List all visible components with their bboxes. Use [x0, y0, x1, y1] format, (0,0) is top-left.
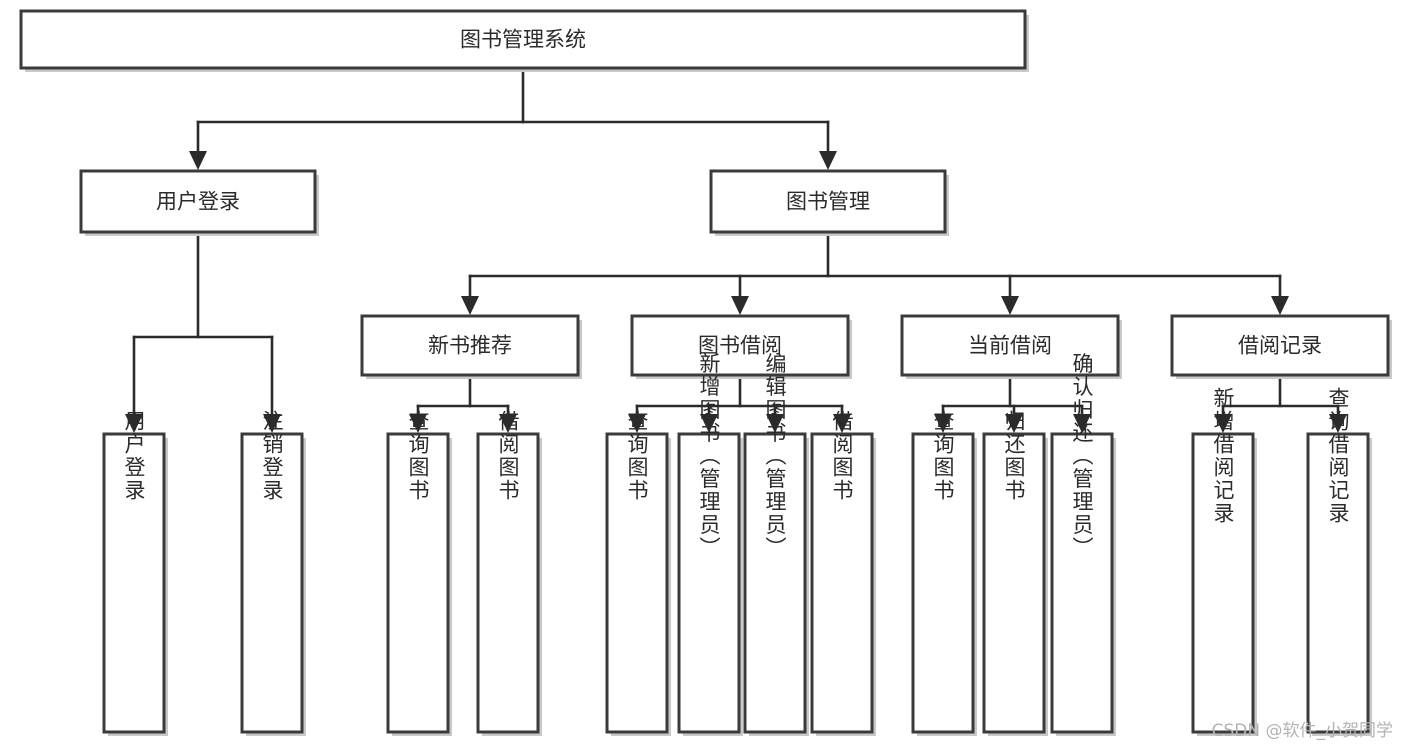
node-box[interactable] — [810, 432, 874, 734]
arrow-head-leaf-borrow-book — [833, 414, 851, 433]
node-borrow-record[interactable]: 借阅记录 — [1170, 314, 1392, 379]
arrow-head-leaf-logout — [263, 414, 281, 433]
node-box[interactable] — [911, 432, 975, 734]
node-leaf-query-borrow-record[interactable]: 查询借阅记录 — [1306, 387, 1372, 736]
node-label: 查询图书 — [406, 410, 430, 502]
node-label: 图书借阅 — [698, 334, 782, 358]
node-box[interactable] — [743, 432, 807, 734]
arrow-head-leaf-edit-book — [766, 414, 784, 433]
node-label: 借阅图书 — [830, 410, 854, 502]
edge-group-borrow-record — [1214, 373, 1347, 433]
node-label: 查询借阅记录 — [1326, 387, 1350, 525]
edge-group-book-borrow — [628, 373, 851, 433]
node-leaf-query-book-current[interactable]: 查询图书 — [911, 410, 977, 736]
arrow-head-leaf-query-borrow-record — [1329, 414, 1347, 433]
node-box[interactable] — [900, 314, 1120, 377]
node-leaf-query-book-borrow[interactable]: 查询图书 — [605, 410, 671, 736]
edge-group-book-manage — [461, 230, 1289, 315]
node-leaf-return-book[interactable]: 归还图书 — [982, 410, 1048, 736]
arrow-head-leaf-query-book-borrow — [628, 414, 646, 433]
arrow-head-leaf-return-book — [1005, 414, 1023, 433]
node-user-login[interactable]: 用户登录 — [79, 169, 319, 236]
nodes-layer: 图书管理系统用户登录图书管理新书推荐图书借阅当前借阅借阅记录用户登录注销登录查询… — [19, 9, 1392, 737]
node-leaf-add-borrow-record[interactable]: 新增借阅记录 — [1191, 387, 1257, 736]
node-label: 查询图书 — [625, 410, 649, 502]
node-label: 用户登录 — [122, 410, 146, 502]
arrow-head-leaf-add-borrow-record — [1214, 414, 1232, 433]
node-leaf-confirm-return[interactable]: 确认归还（管理员） — [1050, 353, 1116, 737]
arrow-head-user-login — [189, 151, 207, 170]
node-root[interactable]: 图书管理系统 — [19, 9, 1029, 72]
arrow-head-leaf-query-book-current — [934, 414, 952, 433]
node-label: 新增图书（管理员） — [697, 353, 721, 560]
edge-group-user-login — [125, 230, 281, 433]
node-box[interactable] — [386, 432, 450, 734]
node-box[interactable] — [1191, 432, 1255, 734]
node-leaf-edit-book[interactable]: 编辑图书（管理员） — [743, 353, 809, 737]
node-box[interactable] — [476, 432, 540, 734]
node-box[interactable] — [709, 169, 947, 234]
node-box[interactable] — [677, 432, 741, 734]
node-label: 当前借阅 — [968, 334, 1052, 358]
node-label: 借阅记录 — [1238, 334, 1322, 358]
node-current-borrow[interactable]: 当前借阅 — [900, 314, 1122, 379]
node-leaf-query-book-recommend[interactable]: 查询图书 — [386, 410, 452, 736]
node-book-manage[interactable]: 图书管理 — [709, 169, 949, 236]
node-box[interactable] — [240, 432, 304, 734]
node-box[interactable] — [1306, 432, 1370, 734]
node-box[interactable] — [982, 432, 1046, 734]
node-label: 借阅图书 — [496, 410, 520, 502]
node-new-book-recommend[interactable]: 新书推荐 — [360, 314, 582, 379]
edge-group-root — [189, 66, 837, 170]
edge-group-new-book-recommend — [409, 373, 517, 433]
node-book-borrow[interactable]: 图书借阅 — [630, 314, 852, 379]
node-label: 新增借阅记录 — [1211, 387, 1235, 525]
arrow-head-leaf-add-book — [700, 414, 718, 433]
node-label: 图书管理 — [786, 190, 870, 214]
node-leaf-add-book[interactable]: 新增图书（管理员） — [677, 353, 743, 737]
node-box[interactable] — [19, 9, 1027, 70]
arrow-head-new-book-recommend — [461, 296, 479, 315]
node-leaf-user-login[interactable]: 用户登录 — [102, 410, 168, 736]
node-box[interactable] — [605, 432, 669, 734]
node-box[interactable] — [79, 169, 317, 234]
node-label: 注销登录 — [260, 410, 284, 502]
arrow-head-borrow-record — [1271, 296, 1289, 315]
node-box[interactable] — [630, 314, 850, 377]
node-label: 图书管理系统 — [460, 28, 586, 52]
node-label: 归还图书 — [1002, 410, 1026, 502]
arrow-head-leaf-confirm-return — [1073, 414, 1091, 433]
node-box[interactable] — [1050, 432, 1114, 734]
node-label: 用户登录 — [156, 190, 240, 214]
node-leaf-borrow-book[interactable]: 借阅图书 — [810, 410, 876, 736]
arrow-head-leaf-borrow-book-recommend — [499, 414, 517, 433]
arrow-head-book-borrow — [731, 296, 749, 315]
node-leaf-borrow-book-recommend[interactable]: 借阅图书 — [476, 410, 542, 736]
node-box[interactable] — [1170, 314, 1390, 377]
edges-layer — [125, 66, 1347, 433]
node-label: 查询图书 — [931, 410, 955, 502]
arrow-head-leaf-user-login — [125, 414, 143, 433]
arrow-head-leaf-query-book-recommend — [409, 414, 427, 433]
node-label: 编辑图书（管理员） — [763, 353, 787, 560]
arrow-head-book-manage — [819, 151, 837, 170]
arrow-head-current-borrow — [1001, 296, 1019, 315]
node-label: 新书推荐 — [428, 334, 512, 358]
edge-group-current-borrow — [934, 373, 1091, 433]
node-label: 确认归还（管理员） — [1070, 353, 1094, 560]
node-box[interactable] — [360, 314, 580, 377]
node-leaf-logout[interactable]: 注销登录 — [240, 410, 306, 736]
node-box[interactable] — [102, 432, 166, 734]
